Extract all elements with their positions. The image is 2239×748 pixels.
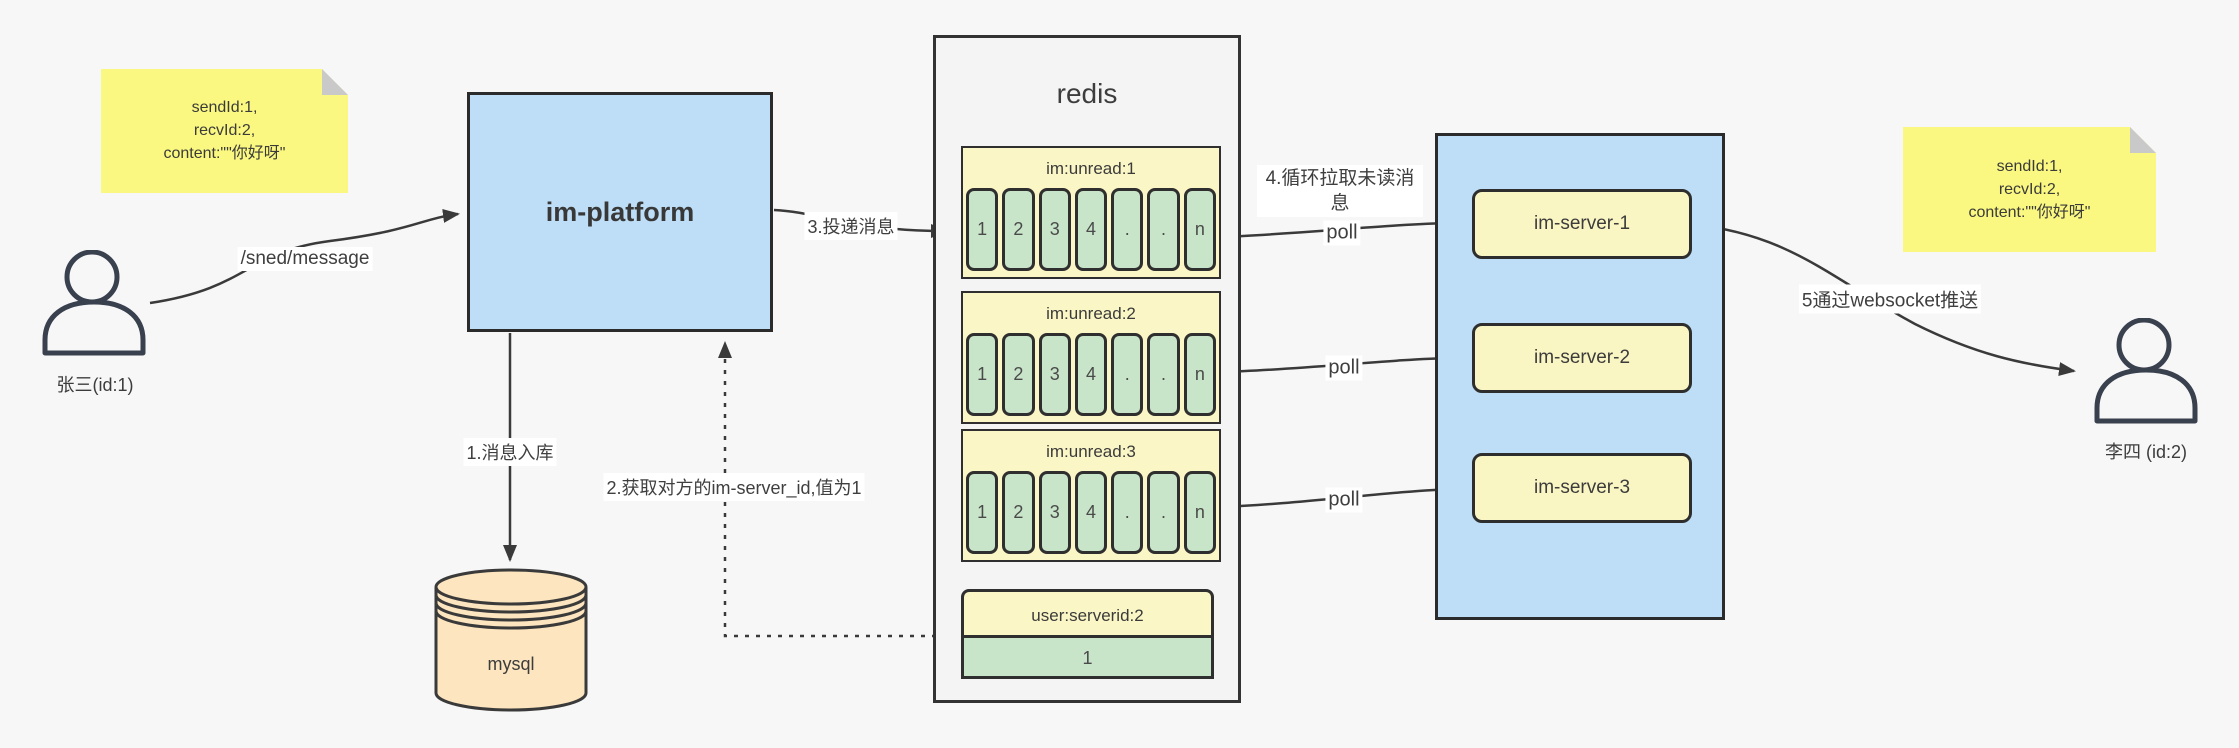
note-line: sendId:1,: [191, 99, 258, 116]
queue-cell: 3: [1038, 471, 1071, 554]
queue-name: im:unread:2: [1046, 304, 1136, 323]
queue-name: im:unread:1: [1046, 159, 1136, 178]
queue-cell: 2: [1002, 188, 1035, 271]
queue-cells: 1 2 3 4 . . n: [966, 188, 1216, 271]
note-line: recvId:2,: [1998, 181, 2061, 198]
kv-key: user:serverid:2: [961, 589, 1214, 635]
note-line: content:""你好呀": [1968, 204, 2091, 221]
mysql-label: mysql: [487, 654, 535, 674]
im-server-cluster: im-server-1 im-server-2 im-server-3: [1435, 133, 1725, 620]
queue-cell: .: [1147, 333, 1180, 416]
edge-label-poll-1: poll: [1323, 220, 1361, 246]
note-fold-icon: [322, 69, 348, 95]
im-server-1-node: im-server-1: [1472, 189, 1692, 259]
note-line: content:""你好呀": [163, 145, 286, 162]
redis-kv-user-serverid: user:serverid:2 1: [961, 589, 1214, 679]
mysql-node: mysql: [433, 566, 589, 716]
edge-label-poll-3: poll: [1325, 487, 1363, 513]
queue-cell: 4: [1074, 471, 1108, 554]
queue-cell: n: [1183, 333, 1216, 416]
edge-label-deliver: 3.投递消息: [804, 212, 898, 240]
queue-cell: .: [1111, 333, 1144, 416]
database-cylinder-icon: [434, 568, 588, 712]
sticky-note-right: sendId:1, recvId:2, content:""你好呀": [1903, 127, 2156, 252]
queue-cell: 3: [1038, 333, 1071, 416]
receiver-label: 李四 (id:2): [2104, 442, 2188, 462]
sender-label: 张三(id:1): [56, 375, 134, 395]
queue-cell: n: [1183, 471, 1216, 554]
sender-user-icon: [40, 249, 146, 356]
edge-label-store: 1.消息入库: [463, 438, 557, 466]
redis-queue-unread-1: im:unread:1 1 2 3 4 . . n: [961, 146, 1221, 279]
queue-cell: .: [1111, 471, 1144, 554]
queue-cell: 3: [1038, 188, 1071, 271]
redis-container: redis im:unread:1 1 2 3 4 . . n im:unrea…: [933, 35, 1241, 703]
queue-cells: 1 2 3 4 . . n: [966, 471, 1216, 554]
kv-value: 1: [961, 635, 1214, 679]
note-fold-icon: [2130, 127, 2156, 153]
edge-label-pull: 4.循环拉取未读消息: [1257, 165, 1423, 217]
edge-label-push: 5通过websocket推送: [1798, 284, 1982, 314]
edge-label-send: /sned/message: [237, 247, 373, 271]
sticky-note-left: sendId:1, recvId:2, content:""你好呀": [101, 69, 348, 193]
im-platform-node: im-platform: [467, 92, 773, 332]
queue-cell: 1: [966, 333, 999, 416]
queue-cell: .: [1147, 188, 1180, 271]
note-line: recvId:2,: [193, 122, 256, 139]
receiver-user-icon: [2091, 317, 2199, 424]
queue-cell: .: [1111, 188, 1144, 271]
im-platform-title: im-platform: [545, 196, 695, 227]
im-server-3-node: im-server-3: [1472, 453, 1692, 523]
queue-cell: 2: [1002, 471, 1035, 554]
note-line: sendId:1,: [1996, 158, 2063, 175]
queue-cell: 1: [966, 188, 999, 271]
edge-label-lookup: 2.获取对方的im-server_id,值为1: [603, 473, 865, 501]
queue-cells: 1 2 3 4 . . n: [966, 333, 1216, 416]
queue-cell: .: [1147, 471, 1180, 554]
queue-cell: 2: [1002, 333, 1035, 416]
im-server-2-node: im-server-2: [1472, 323, 1692, 393]
redis-queue-unread-2: im:unread:2 1 2 3 4 . . n: [961, 291, 1221, 424]
redis-queue-unread-3: im:unread:3 1 2 3 4 . . n: [961, 429, 1221, 562]
queue-cell: 4: [1074, 188, 1108, 271]
redis-title: redis: [1056, 78, 1118, 109]
queue-cell: 1: [966, 471, 999, 554]
edge-label-poll-2: poll: [1325, 355, 1363, 381]
queue-name: im:unread:3: [1046, 442, 1136, 461]
queue-cell: 4: [1074, 333, 1108, 416]
queue-cell: n: [1183, 188, 1216, 271]
